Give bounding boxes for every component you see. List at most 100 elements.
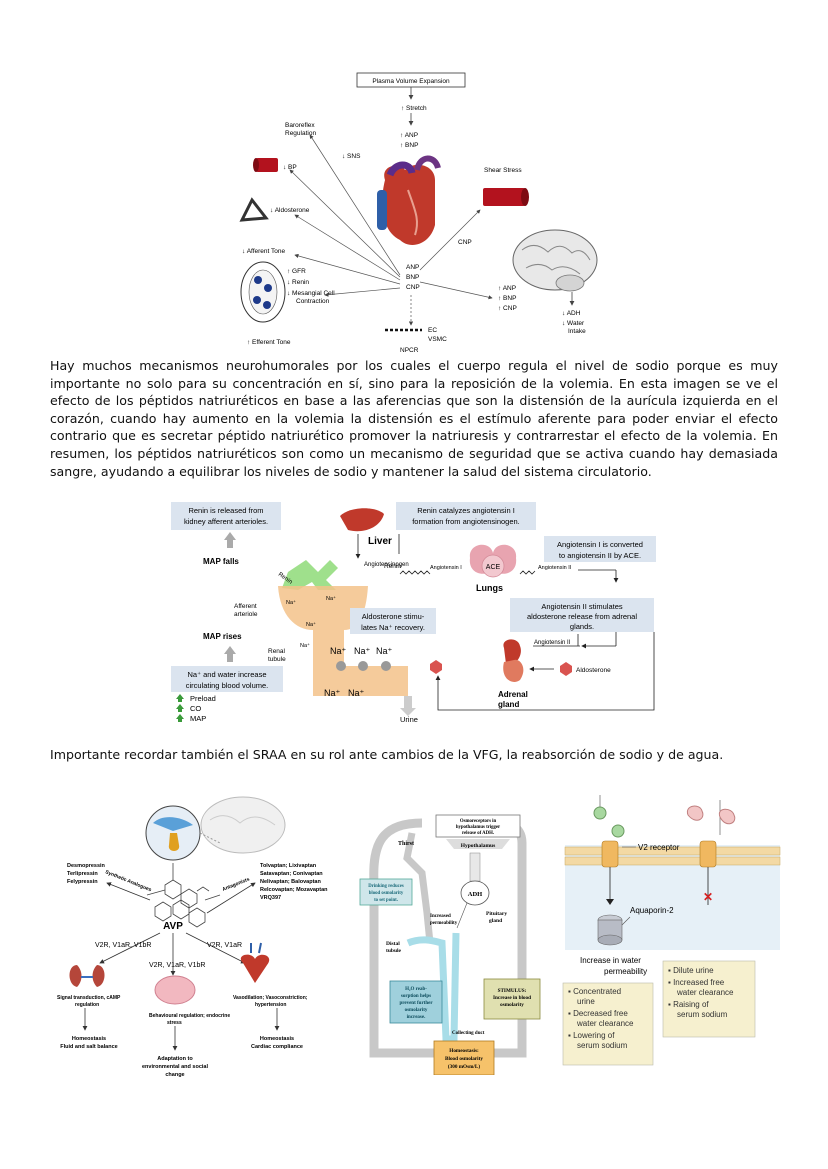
- h2o-line3: prevent further: [399, 1001, 433, 1006]
- left-effect-4: water clearance: [576, 1019, 634, 1028]
- ang-converted-box: [544, 536, 656, 562]
- angiotensin-i-label: Angiotensin I: [430, 565, 462, 571]
- na-label-1: Na⁺: [286, 599, 296, 606]
- na-big-2: Na⁺: [354, 646, 371, 656]
- heart-avp-icon: [240, 942, 270, 983]
- h2o-line4: osmolarity: [405, 1008, 428, 1013]
- aldosterone-label: ↓ Aldosterone: [270, 207, 310, 214]
- renin-catalyzes-box: [396, 502, 536, 530]
- permeability-label: permeability: [604, 967, 647, 976]
- arteriole-label: arteriole: [234, 611, 258, 618]
- adh-osmolarity-diagram: Osmoreceptors in hypothalamus trigger re…: [359, 814, 541, 1075]
- bnp-top-label: ↑ BNP: [400, 142, 418, 149]
- homeo-line1: Homeostasis:: [449, 1048, 479, 1054]
- aldosterone-hex-right: [560, 662, 572, 676]
- v2-receptor-blocked-icon: [699, 840, 717, 868]
- svg-text:▪ Decreased free: ▪ Decreased free: [568, 1009, 628, 1018]
- ang2-stimulates-line2: aldosterone release from adrenal: [527, 612, 637, 621]
- renin-release-line1: Renin is released from: [188, 506, 263, 515]
- preload-label: Preload: [190, 694, 216, 703]
- shear-vessel-icon: [483, 188, 525, 206]
- h2o-line2: sorption helps: [401, 994, 431, 999]
- anp-top-label: ↑ ANP: [400, 132, 418, 139]
- thirst-label: Thirst: [398, 841, 414, 847]
- stimulus-line2: Increase in blood: [493, 995, 531, 1001]
- water-label: ↓ Water: [562, 320, 585, 327]
- antagonist-4: Relcovaptan; Mozavaptan: [260, 887, 328, 893]
- brain-cnp-label: ↑ CNP: [498, 305, 517, 312]
- avp-molecule: [146, 863, 221, 928]
- osmo-line1: Osmoreceptors in: [460, 819, 497, 824]
- gland-label: gland: [498, 700, 519, 709]
- drinking-line1: Drinking reduces: [368, 884, 404, 889]
- collecting-duct-shape: [406, 932, 460, 1043]
- bp-label: ↓ BP: [283, 164, 297, 171]
- ace-label: ACE: [486, 564, 501, 571]
- right-effect-2: Increased free: [673, 978, 725, 987]
- ang2-stimulates-box: [510, 598, 654, 632]
- hypothalamus-shape: [446, 839, 510, 849]
- ec-label: EC: [428, 327, 437, 334]
- regulation-label: Regulation: [285, 130, 316, 137]
- right-bullet-2: ▪: [668, 978, 671, 987]
- antagonist-3: Nelivaptan; Balovaptan: [260, 879, 321, 885]
- gfr-label: ↑ GFR: [287, 268, 306, 275]
- v2-receptor-label: V2 receptor: [638, 843, 680, 852]
- renin-small-label: Renin: [384, 563, 401, 570]
- adaptation-2: environmental and social: [142, 1064, 208, 1070]
- drinking-line3: to set point.: [374, 898, 398, 903]
- v2-aquaporin-diagram: V2 receptor ✕ Aquaporin-2 Increase in wa…: [562, 795, 781, 1066]
- left-effect-3: Decreased free: [573, 1009, 628, 1018]
- right-effect-1: Dilute urine: [673, 966, 714, 975]
- receptor-left: V2R, V1aR, V1bR: [95, 942, 151, 949]
- osmo-line2: hypothalamus trigger: [456, 825, 501, 830]
- renin-label: ↓ Renin: [287, 279, 309, 286]
- paragraph-natriuretic: Hay muchos mecanismos neurohumorales por…: [50, 358, 778, 479]
- left-bullet-3: ▪: [568, 1031, 571, 1040]
- right-effect-5: serum sodium: [677, 1010, 728, 1019]
- na-water-line2: circulating blood volume.: [186, 681, 269, 690]
- aquaporin-label: Aquaporin-2: [630, 906, 674, 915]
- left-effect-2: urine: [577, 997, 595, 1006]
- adrenal-icon: [239, 197, 269, 222]
- antagonist-5: VRQ397: [260, 895, 281, 901]
- antagonist-2: Satavaptan; Conivaptan: [260, 871, 323, 877]
- glomerulus-illustration: [240, 261, 286, 323]
- efferent-tone-label: ↑ Efferent Tone: [247, 339, 291, 346]
- cnp-label: CNP: [458, 239, 472, 246]
- heart-illustration: [377, 155, 441, 245]
- center-bnp-label: BNP: [406, 274, 419, 281]
- homeostasis-box: [433, 1040, 495, 1075]
- left-effects-box: [562, 982, 654, 1066]
- osmo-line3: release of ADH.: [462, 831, 494, 836]
- sns-label: ↓ SNS: [342, 153, 361, 160]
- kidney-icon: [69, 965, 105, 987]
- renin-release-line2: kidney afferent arterioles.: [184, 517, 268, 526]
- kidney-effect-2: regulation: [75, 1002, 99, 1008]
- na-big-3: Na⁺: [376, 646, 393, 656]
- angiotensin-ii-label: Angiotensin II: [534, 640, 571, 646]
- h2o-line5: increase.: [407, 1015, 426, 1020]
- left-effect-1: Concentrated: [573, 987, 621, 996]
- drinking-line2: blood osmolarity: [369, 891, 404, 896]
- left-effect-6: serum sodium: [577, 1041, 628, 1050]
- brain-illustration: [512, 229, 598, 292]
- shear-stress-label: Shear Stress: [484, 167, 522, 174]
- angiotensinogen-label: Angiotensinogen: [364, 562, 409, 568]
- homeo-line2: Blood osmolarity: [445, 1056, 483, 1062]
- antagonist-shape-2: [718, 808, 736, 825]
- fluid-salt-label: Fluid and salt balance: [60, 1044, 117, 1050]
- pituitary-icon: [460, 880, 490, 906]
- adrenal-gland-icon: [503, 639, 521, 665]
- baroreflex-label: Baroreflex: [285, 122, 315, 129]
- angiotensin-ii-top-label: Angiotensin II: [538, 565, 572, 571]
- renin-release-box: [171, 502, 281, 530]
- stimulus-box: [483, 978, 541, 1020]
- na-big-5: Na⁺: [348, 688, 365, 698]
- homeostasis-2-label: Homeostasis: [260, 1036, 294, 1042]
- ang2-stimulates-line3: glands.: [570, 622, 594, 631]
- intake-label: Intake: [568, 328, 586, 335]
- block-icon: ✕: [703, 890, 713, 904]
- h2o-line1: H₂O reab-: [405, 987, 427, 992]
- npcr-label: NPCR: [400, 347, 419, 354]
